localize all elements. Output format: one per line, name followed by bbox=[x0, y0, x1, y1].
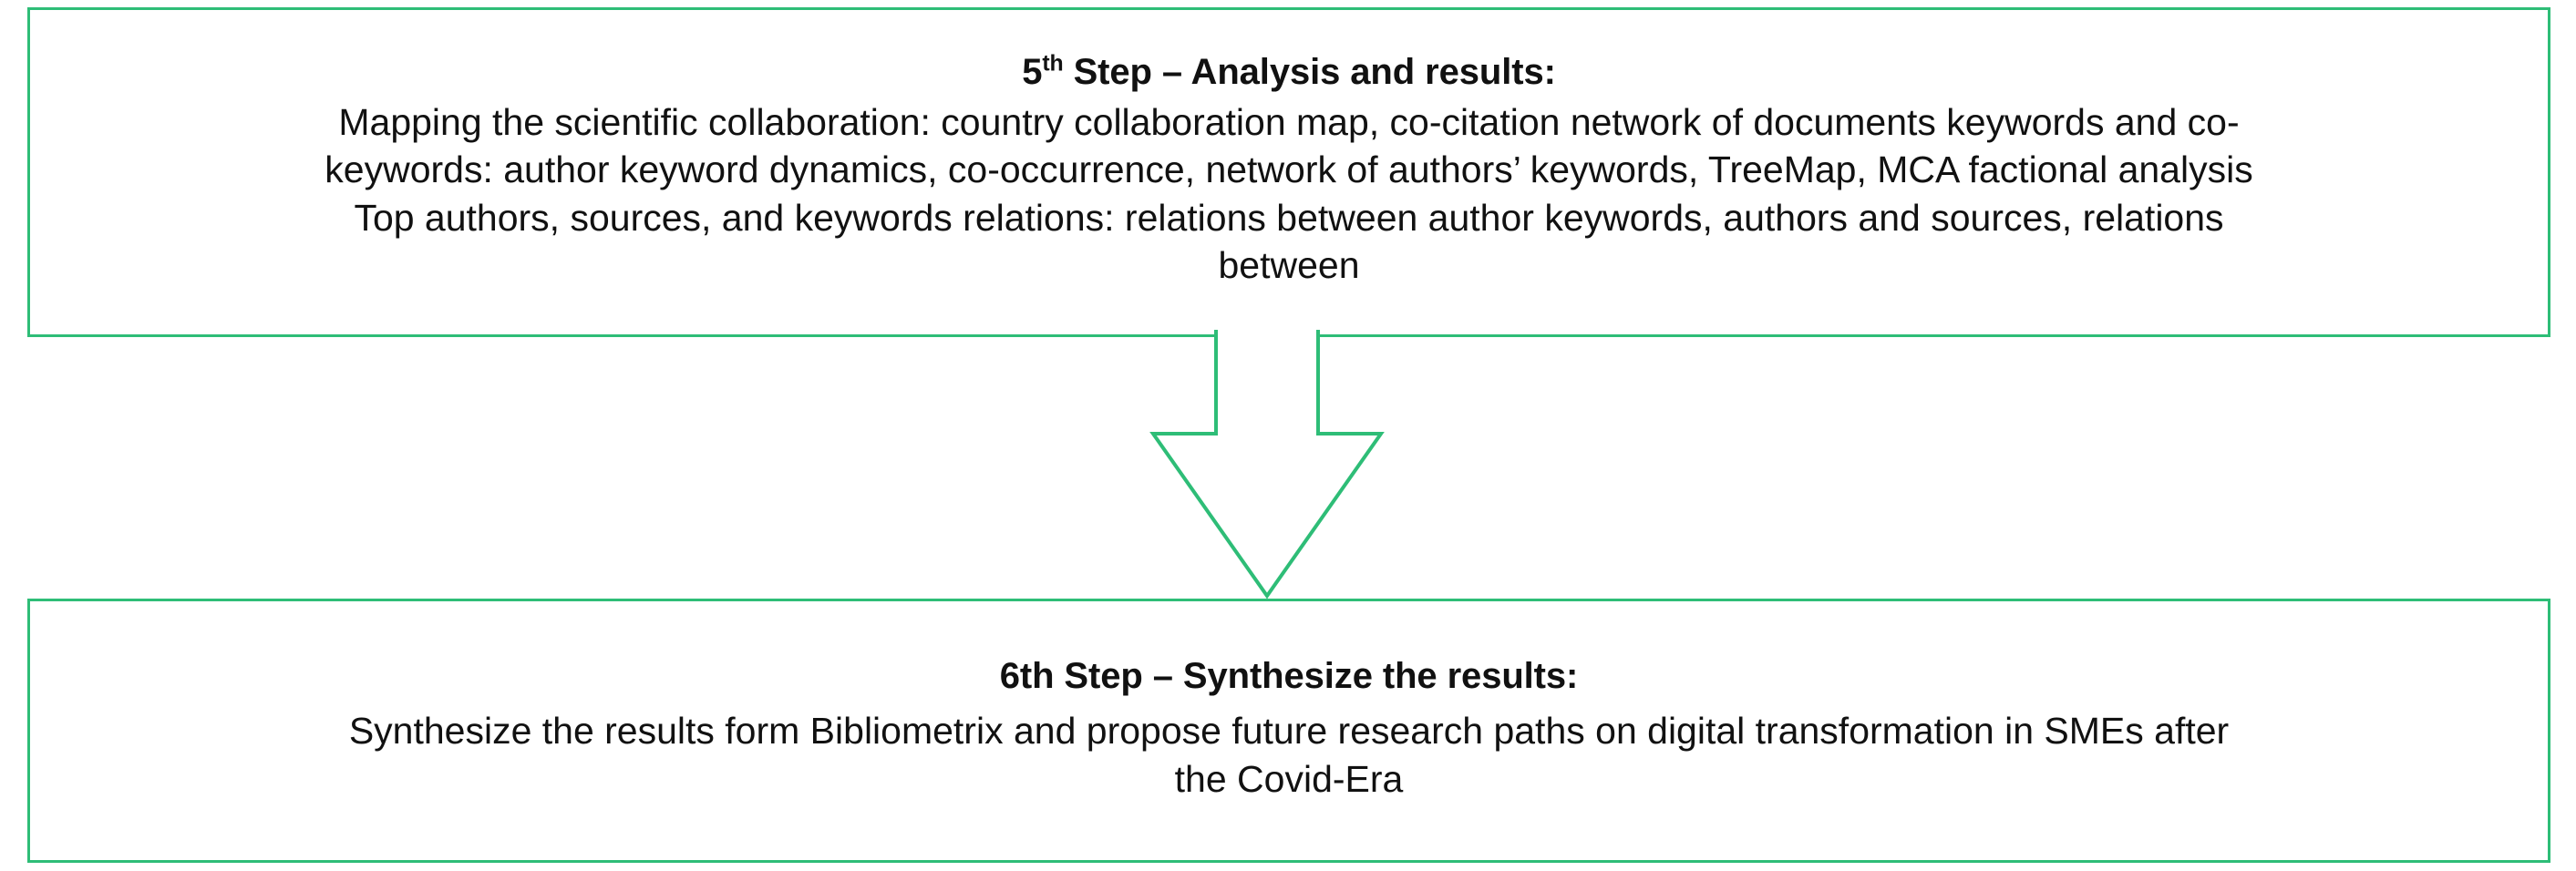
down-arrow-icon bbox=[1149, 330, 1385, 599]
step-5-title: 5th Step – Analysis and results: bbox=[39, 51, 2539, 94]
step-5-body-line-4: between bbox=[1218, 244, 1360, 287]
down-arrow-connector bbox=[1144, 330, 1390, 601]
step-box-synthesize: 6th Step – Synthesize the results: Synth… bbox=[27, 599, 2550, 863]
step-5-body-line-2: keywords: author keyword dynamics, co-oc… bbox=[325, 149, 2253, 191]
step-6-body-line-1: Synthesize the results form Bibliometrix… bbox=[348, 710, 2230, 753]
step-6-title: 6th Step – Synthesize the results: bbox=[999, 655, 1579, 696]
step-5-body-line-3: Top authors, sources, and keywords relat… bbox=[354, 196, 2224, 239]
step-6-body: Synthesize the results form Bibliometrix… bbox=[39, 707, 2539, 803]
step-5-body-line-1: Mapping the scientific collaboration: co… bbox=[338, 100, 2240, 143]
step-5-ordinal-suffix: th bbox=[1042, 52, 1064, 77]
step-5-body: Mapping the scientific collaboration: co… bbox=[39, 98, 2539, 290]
step-box-analysis: 5th Step – Analysis and results: Mapping… bbox=[27, 7, 2550, 337]
step-5-number: 5 bbox=[1022, 52, 1043, 93]
step-5-title-rest: Step – Analysis and results: bbox=[1063, 52, 1556, 93]
step-6-body-line-2: the Covid-Era bbox=[1174, 757, 1404, 800]
